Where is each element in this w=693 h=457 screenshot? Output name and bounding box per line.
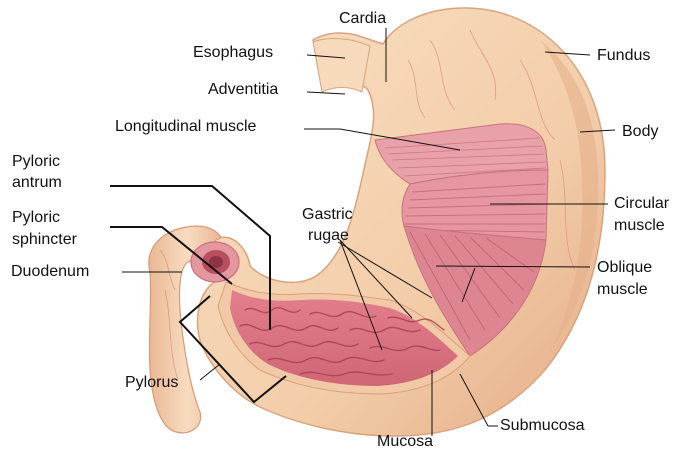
label-longitudinal-muscle: Longitudinal muscle bbox=[115, 117, 256, 136]
label-gastric-rugae-line2: rugae bbox=[308, 226, 349, 245]
label-pyloric-antrum-line1: Pyloric bbox=[12, 152, 60, 171]
label-circular-muscle-line1: Circular bbox=[614, 194, 669, 213]
label-submucosa: Submucosa bbox=[500, 416, 585, 435]
label-duodenum: Duodenum bbox=[11, 262, 89, 281]
label-fundus: Fundus bbox=[597, 46, 650, 65]
label-body: Body bbox=[622, 122, 658, 141]
label-cardia: Cardia bbox=[339, 9, 386, 28]
label-adventitia: Adventitia bbox=[208, 80, 278, 99]
label-oblique-muscle-line1: Oblique bbox=[597, 258, 652, 277]
label-pyloric-sphincter-line1: Pyloric bbox=[12, 208, 60, 227]
label-pyloric-sphincter-line2: sphincter bbox=[12, 230, 77, 249]
label-gastric-rugae-line1: Gastric bbox=[302, 205, 353, 224]
label-pyloric-antrum-line2: antrum bbox=[12, 173, 62, 192]
pyloric-sphincter-ring bbox=[191, 242, 239, 282]
esophagus-shape bbox=[313, 39, 370, 92]
label-mucosa: Mucosa bbox=[377, 432, 433, 451]
label-circular-muscle-line2: muscle bbox=[614, 216, 665, 235]
label-esophagus: Esophagus bbox=[193, 43, 273, 62]
label-pylorus: Pylorus bbox=[125, 373, 178, 392]
label-oblique-muscle-line2: muscle bbox=[597, 280, 648, 299]
